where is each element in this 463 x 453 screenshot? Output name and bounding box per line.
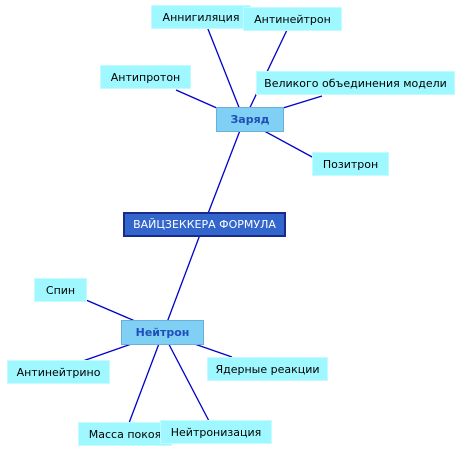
node-antineutron[interactable]: Антинейтрон <box>243 7 342 31</box>
node-spin-label: Спин <box>45 283 76 297</box>
hub-neutron[interactable]: Нейтрон <box>121 320 204 345</box>
edge-neutron-rest-mass <box>128 332 164 424</box>
edge-root-neutron <box>162 223 205 334</box>
root-label: ВАЙЦЗЕККЕРА ФОРМУЛА <box>133 218 276 231</box>
node-antiproton[interactable]: Антипротон <box>100 65 191 89</box>
hub-charge-label: Заряд <box>230 113 270 126</box>
hub-neutron-label: Нейтрон <box>135 326 190 339</box>
node-antiproton-label: Антипротон <box>110 70 181 84</box>
edge-neutron-neutronization <box>162 332 210 422</box>
node-rest-mass-label: Масса покоя <box>88 427 162 441</box>
node-nuclear-reactions-label: Ядерные реакции <box>215 362 320 376</box>
node-antineutrino[interactable]: Антинейтрино <box>7 360 110 384</box>
node-nuclear-reactions[interactable]: Ядерные реакции <box>207 357 328 381</box>
hub-charge[interactable]: Заряд <box>216 107 284 132</box>
node-annihilation-label: Аннигиляция <box>162 10 240 24</box>
node-spin[interactable]: Спин <box>34 278 87 302</box>
node-gut-models[interactable]: Великого объединения модели <box>256 71 455 95</box>
node-neutronization[interactable]: Нейтронизация <box>160 420 272 444</box>
node-neutronization-label: Нейтронизация <box>170 425 262 439</box>
edge-charge-annihilation <box>205 23 245 121</box>
node-positron[interactable]: Позитрон <box>312 152 389 176</box>
edge-root-charge <box>203 119 245 225</box>
node-annihilation[interactable]: Аннигиляция <box>151 5 251 29</box>
node-positron-label: Позитрон <box>322 157 379 171</box>
node-rest-mass[interactable]: Масса покоя <box>78 422 172 446</box>
node-antineutron-label: Антинейтрон <box>254 12 331 26</box>
node-gut-models-label: Великого объединения модели <box>264 76 447 90</box>
root-node[interactable]: ВАЙЦЗЕККЕРА ФОРМУЛА <box>123 212 286 237</box>
node-antineutrino-label: Антинейтрино <box>16 365 101 379</box>
